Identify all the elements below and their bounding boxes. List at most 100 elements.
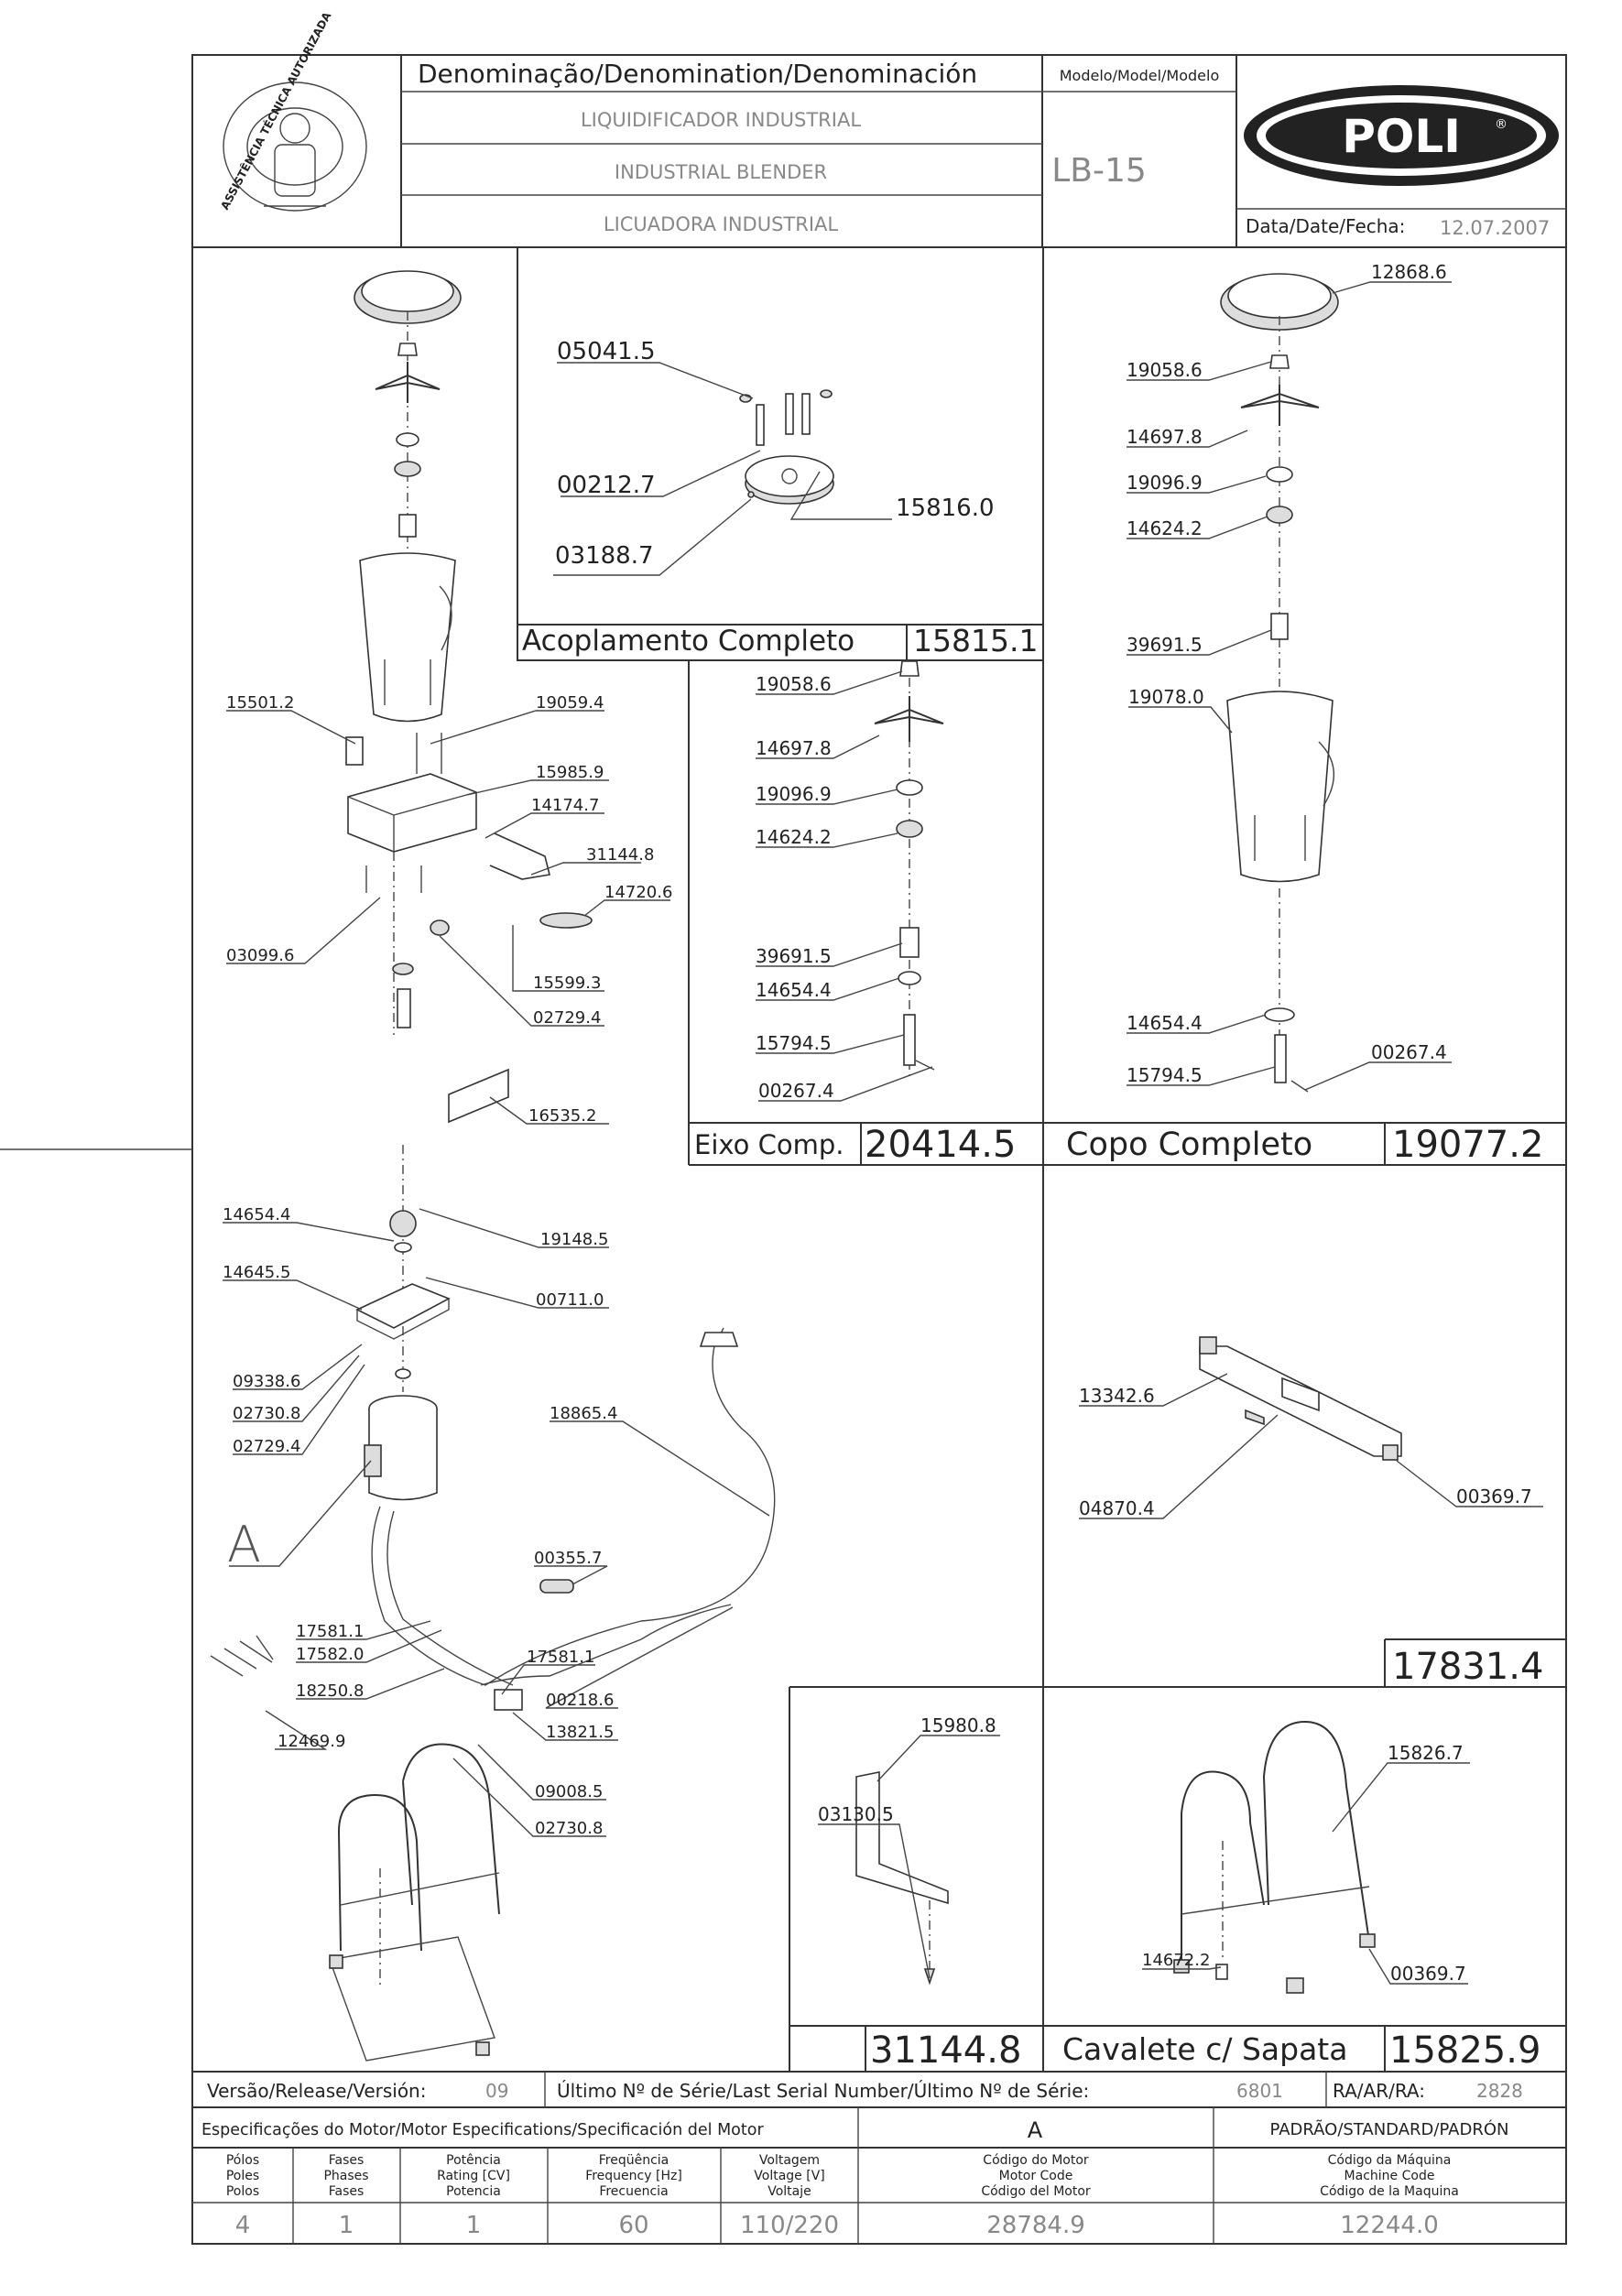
motor-letter: A bbox=[1028, 2117, 1043, 2143]
callout: 03099.6 bbox=[226, 946, 294, 965]
model-value: LB-15 bbox=[1051, 152, 1147, 190]
poli-logo: POLI ® bbox=[1244, 85, 1559, 186]
callout: 15501.2 bbox=[226, 693, 294, 713]
callout: 02730.8 bbox=[233, 1404, 300, 1423]
col-rating-h3: Potencia bbox=[446, 2184, 501, 2199]
callout: 14654.4 bbox=[223, 1205, 290, 1224]
col-phases-h1: Fases bbox=[329, 2153, 365, 2168]
callout: 14645.5 bbox=[223, 1263, 290, 1282]
col-rating-h1: Potência bbox=[446, 2153, 501, 2168]
coupling-title: Acoplamento Completo bbox=[522, 625, 855, 658]
value-machine-code: 12244.0 bbox=[1340, 2212, 1439, 2239]
callout: 12868.6 bbox=[1371, 261, 1447, 283]
denomination-label: Denominação/Denomination/Denominación bbox=[418, 59, 977, 89]
callout: 14174.7 bbox=[531, 796, 599, 815]
value-poles: 4 bbox=[235, 2212, 251, 2239]
date-value: 12.07.2007 bbox=[1440, 217, 1550, 239]
callout-labels-crossbar: 13342.6 04870.4 00369.7 bbox=[1079, 1385, 1532, 1519]
callout: 00267.4 bbox=[1371, 1041, 1447, 1063]
callout-labels-shaft: 19058.6 14697.8 19096.9 14624.2 39691.5 … bbox=[756, 673, 834, 1102]
callout: 15826.7 bbox=[1388, 1742, 1464, 1764]
callout: 19148.5 bbox=[540, 1230, 608, 1249]
callout: 03188.7 bbox=[555, 542, 654, 570]
callout: 18865.4 bbox=[550, 1404, 617, 1423]
value-rating: 1 bbox=[466, 2212, 482, 2239]
callout: 13342.6 bbox=[1079, 1385, 1155, 1407]
callout: 14720.6 bbox=[604, 883, 672, 902]
ra-value: 2828 bbox=[1476, 2080, 1523, 2102]
callout: 16535.2 bbox=[528, 1106, 596, 1126]
version-value: 09 bbox=[485, 2080, 508, 2102]
col-phases-h3: Fases bbox=[329, 2184, 365, 2199]
callout: 14654.4 bbox=[1127, 1012, 1203, 1034]
authorized-service-seal: ASSISTÊNCIA TÉCNICA AUTORIZADA bbox=[217, 9, 367, 212]
callout: 15816.0 bbox=[896, 495, 995, 522]
col-voltage-h2: Voltage [V] bbox=[754, 2169, 824, 2183]
footer-table: Versão/Release/Versión: 09 Último Nº de … bbox=[201, 2080, 1523, 2239]
callout: 17581.1 bbox=[296, 1622, 364, 1641]
stand-code: 15825.9 bbox=[1389, 2029, 1540, 2072]
callout: 19096.9 bbox=[756, 783, 832, 805]
callout-labels-left: 15501.2 19059.4 15985.9 14174.7 31144.8 … bbox=[223, 693, 672, 1838]
col-phases-h2: Phases bbox=[323, 2169, 368, 2183]
stand-drawing bbox=[1173, 1720, 1376, 1994]
model-label: Modelo/Model/Modelo bbox=[1060, 67, 1219, 84]
callout: 12469.9 bbox=[278, 1732, 345, 1751]
version-label: Versão/Release/Versión: bbox=[207, 2080, 426, 2102]
callout: 00369.7 bbox=[1456, 1485, 1532, 1507]
value-motor-code: 28784.9 bbox=[986, 2212, 1085, 2239]
col-motor-code-h1: Código do Motor bbox=[983, 2153, 1089, 2168]
callout: 00218.6 bbox=[546, 1691, 614, 1710]
shaft-title: Eixo Comp. bbox=[694, 1129, 844, 1160]
col-machine-code-h2: Machine Code bbox=[1344, 2169, 1435, 2183]
callout: 15794.5 bbox=[756, 1032, 832, 1054]
product-name-es: LICUADORA INDUSTRIAL bbox=[604, 213, 839, 235]
callout-labels-stand: 15826.7 14672.2 00369.7 bbox=[1142, 1742, 1466, 1985]
shaft-code: 20414.5 bbox=[865, 1124, 1016, 1166]
callout: 04870.4 bbox=[1079, 1497, 1155, 1519]
callout: 14697.8 bbox=[756, 737, 832, 759]
callout: 14624.2 bbox=[756, 826, 832, 848]
callout-labels-coupling: 05041.5 00212.7 15816.0 03188.7 bbox=[555, 338, 995, 570]
col-poles-h3: Polos bbox=[226, 2184, 259, 2199]
callout-labels-bracket: 15980.8 03130.5 bbox=[818, 1714, 996, 1825]
callout: 00267.4 bbox=[758, 1080, 834, 1102]
callout: 05041.5 bbox=[557, 338, 656, 365]
callout: 13821.5 bbox=[546, 1723, 614, 1742]
callout: 00212.7 bbox=[557, 472, 656, 499]
product-name-pt: LIQUIDIFICADOR INDUSTRIAL bbox=[581, 109, 861, 131]
coupling-code: 15815.1 bbox=[913, 623, 1038, 658]
callout: 19059.4 bbox=[536, 693, 604, 713]
callout: 14697.8 bbox=[1127, 426, 1203, 448]
callout: 00369.7 bbox=[1390, 1963, 1466, 1985]
sheet-frame bbox=[0, 54, 1567, 2245]
callout: 17581.1 bbox=[527, 1648, 594, 1667]
col-machine-code-h1: Código da Máquina bbox=[1328, 2153, 1452, 2168]
callout: 14654.4 bbox=[756, 979, 832, 1001]
bracket-code: 31144.8 bbox=[870, 2029, 1021, 2072]
product-name-en: INDUSTRIAL BLENDER bbox=[615, 161, 827, 183]
callout: 19078.0 bbox=[1128, 686, 1204, 708]
callout: 15794.5 bbox=[1127, 1064, 1203, 1086]
col-motor-code-h3: Código del Motor bbox=[981, 2184, 1091, 2199]
callout: 31144.8 bbox=[586, 845, 654, 865]
callout: 19096.9 bbox=[1127, 472, 1203, 494]
shaft-drawing bbox=[874, 660, 944, 1076]
cup-title: Copo Completo bbox=[1066, 1126, 1312, 1163]
callout: 15980.8 bbox=[920, 1714, 996, 1736]
callout: 02730.8 bbox=[535, 1819, 603, 1838]
ra-label: RA/AR/RA: bbox=[1333, 2080, 1425, 2102]
col-rating-h2: Rating [CV] bbox=[437, 2169, 510, 2183]
callout-labels-cup: 12868.6 19058.6 14697.8 19096.9 14624.2 … bbox=[1127, 261, 1447, 1086]
coupling-drawing bbox=[739, 389, 834, 505]
callout: 03130.5 bbox=[818, 1803, 894, 1825]
value-voltage: 110/220 bbox=[740, 2212, 839, 2239]
callout: 09338.6 bbox=[233, 1372, 300, 1391]
callout: 02729.4 bbox=[233, 1437, 300, 1456]
col-machine-code-h3: Código de la Maquina bbox=[1320, 2184, 1459, 2199]
brand-name: POLI bbox=[1342, 110, 1461, 163]
brand-registered-mark: ® bbox=[1495, 117, 1508, 132]
col-voltage-h1: Voltagem bbox=[759, 2153, 820, 2168]
callout: 09008.5 bbox=[535, 1782, 603, 1801]
crossbar-code: 17831.4 bbox=[1392, 1646, 1543, 1688]
